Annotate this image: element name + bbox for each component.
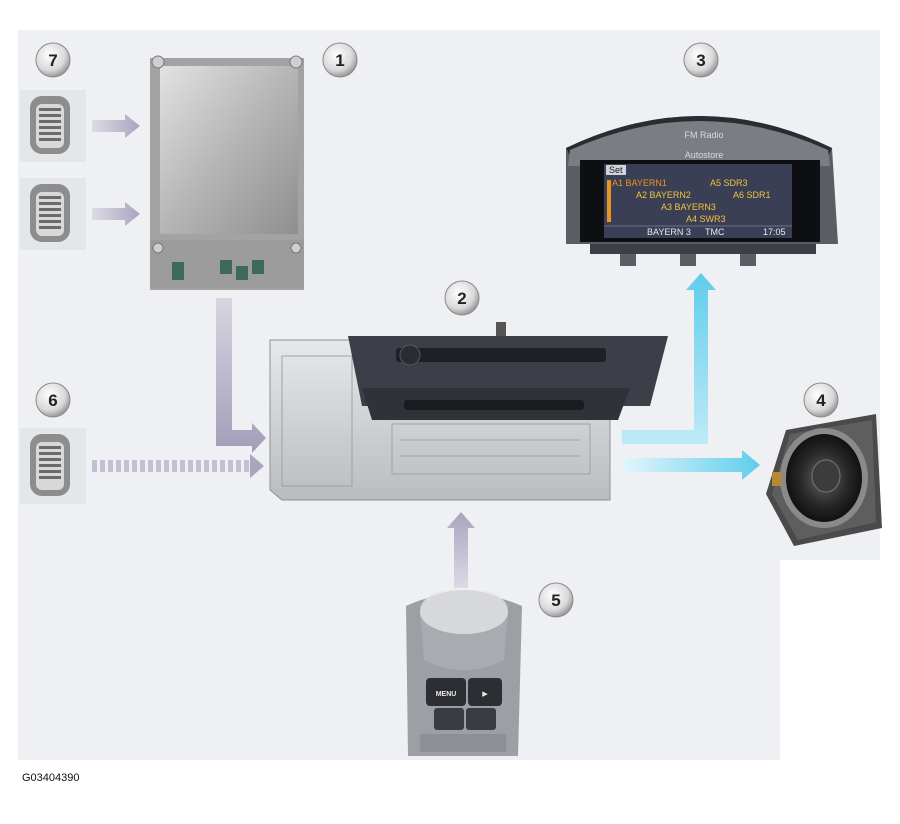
svg-text:4: 4 [816,391,826,410]
station-4[interactable]: A4 SWR3 [686,214,726,224]
badge-1: 1 [322,42,358,78]
svg-text:2: 2 [457,289,466,308]
svg-text:1: 1 [335,51,344,70]
screen-set-label: Set [609,165,623,175]
voice-icon: ▸ [482,687,488,700]
controller-5: MENU ▸ [406,588,522,756]
module-6 [20,428,86,504]
module-7b [20,178,86,250]
svg-text:5: 5 [551,591,560,610]
screen-source-label: FM Radio [684,130,723,140]
status-station: BAYERN 3 [647,227,691,237]
station-1[interactable]: A1 BAYERN1 [612,178,667,188]
voice-button[interactable] [468,678,502,706]
control-module-1 [150,55,304,290]
station-5[interactable]: A5 SDR3 [710,178,748,188]
svg-text:3: 3 [696,51,705,70]
arrow-1-to-2 [216,298,266,453]
badge-3: 3 [683,42,719,78]
module-7a [20,90,86,162]
badge-7: 7 [35,42,71,78]
background-cutout [780,560,880,760]
menu-button[interactable] [426,678,466,706]
head-unit-2 [269,322,668,501]
badge-6: 6 [35,382,71,418]
arrow-2-to-3 [622,273,716,444]
arrow-7a-to-1 [92,114,140,138]
badge-4: 4 [803,382,839,418]
speaker-4 [766,414,882,546]
status-tmc: TMC [705,227,725,237]
station-2[interactable]: A2 BAYERN2 [636,190,691,200]
screen-volume-bar [607,180,611,222]
menu-button-label: MENU [436,691,457,698]
arrow-7b-to-1 [92,202,140,226]
display-3: FM Radio Autostore Set A1 BAYERN1 A5 SDR… [566,116,838,266]
svg-text:7: 7 [48,51,57,70]
station-3[interactable]: A3 BAYERN3 [661,202,716,212]
nav-button-left[interactable] [434,708,464,730]
badge-2: 2 [444,280,480,316]
figure-caption: G03404390 [22,772,80,784]
arrow-5-to-2 [447,512,475,590]
badge-5: 5 [538,582,574,618]
svg-text:6: 6 [48,391,57,410]
screen-mode-label: Autostore [685,150,724,160]
arrow-6-to-2 [92,454,264,478]
status-time: 17:05 [763,227,786,237]
station-6[interactable]: A6 SDR1 [733,190,771,200]
arrow-2-to-4 [622,450,760,480]
screen-set-button[interactable] [606,165,626,175]
nav-button-right[interactable] [466,708,496,730]
